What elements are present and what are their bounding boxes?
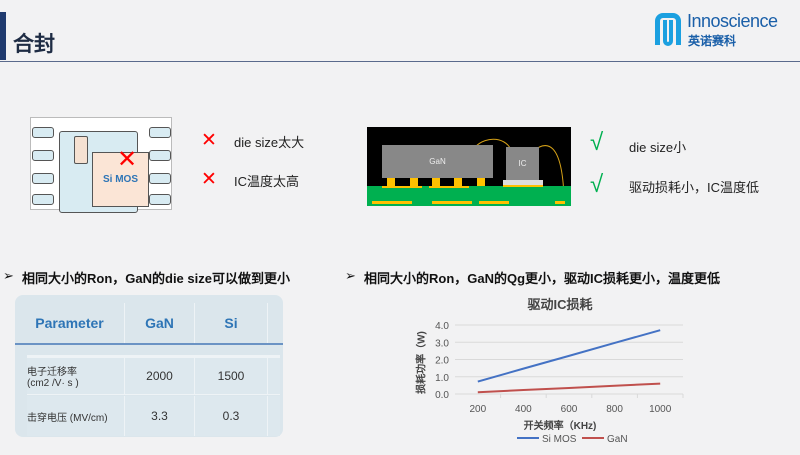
x-tick-label: 400	[515, 404, 532, 415]
pcb	[367, 186, 571, 206]
bump	[477, 178, 485, 186]
x-tick-label: 200	[469, 404, 486, 415]
y-tick-label: 3.0	[435, 338, 449, 349]
header-cell: GaN	[125, 303, 195, 343]
y-tick-label: 4.0	[435, 321, 449, 332]
pin	[149, 150, 171, 161]
check-icon: √	[590, 171, 604, 198]
table-header-row: Parameter GaN Si	[15, 303, 283, 345]
cross-icon: ✕	[201, 169, 217, 190]
x-tick-label: 1000	[649, 404, 672, 415]
bump	[387, 178, 395, 186]
param-text: 电子迁移率	[27, 367, 77, 378]
logo-text: Innoscience	[687, 11, 778, 31]
si-mos-package-diagram: Si MOS ✕	[30, 117, 172, 213]
table-row: 电子迁移率 (cm2 /V· s ) 2000 1500	[27, 355, 280, 395]
bullet-arrow-icon: ➢	[3, 268, 14, 283]
series-line-gan	[477, 382, 661, 394]
trace	[479, 201, 509, 204]
line-chart: 0.0 1.0 2.0 3.0 4.0 200 400 600 800 1000 Si MOS GaN	[435, 321, 684, 445]
cross-icon: ✕	[201, 130, 217, 151]
header-cell: Parameter	[15, 303, 125, 343]
check-icon: √	[590, 129, 604, 156]
bump	[410, 178, 418, 186]
pin	[32, 127, 54, 138]
gan-value: 2000	[125, 358, 195, 394]
si-mos-die: Si MOS	[92, 152, 149, 207]
header-cell: Si	[195, 303, 268, 343]
comparison-table: Parameter GaN Si 电子迁移率 (cm2 /V· s ) 2000…	[15, 295, 283, 437]
trace	[503, 185, 543, 187]
point-text: die size小	[629, 140, 687, 155]
title-accent	[0, 12, 6, 60]
pin	[32, 173, 54, 184]
bump	[432, 178, 440, 186]
ic-substrate	[503, 180, 543, 185]
y-tick-label: 0.0	[435, 390, 449, 401]
bullet-right: 相同大小的Ron，GaN的Qg更小，驱动IC损耗更小，温度更低	[364, 271, 721, 286]
legend-label: GaN	[607, 434, 628, 445]
param-cell: 电子迁移率 (cm2 /V· s )	[27, 358, 125, 394]
gan-die: GaN	[382, 145, 493, 178]
bump	[454, 178, 462, 186]
trace	[555, 201, 565, 204]
chart-xlabel: 开关频率（KHz)	[523, 421, 597, 432]
chart-title: 驱动IC损耗	[527, 297, 593, 312]
table-row: 击穿电压 (MV/cm) 3.3 0.3	[27, 396, 280, 436]
page-title: 合封	[13, 33, 55, 56]
pin	[149, 127, 171, 138]
series-line-si-mos	[477, 329, 661, 383]
ic-die: IC	[506, 147, 539, 180]
trace	[429, 186, 469, 188]
pin	[149, 194, 171, 205]
trace	[432, 201, 472, 204]
si-value: 0.3	[195, 396, 268, 436]
param-cell: 击穿电压 (MV/cm)	[27, 396, 125, 436]
pin	[32, 194, 54, 205]
x-tick-label: 600	[561, 404, 578, 415]
logo-mark-inner-icon	[663, 20, 673, 46]
y-tick-label: 1.0	[435, 373, 449, 384]
cross-icon: ✕	[117, 146, 138, 173]
title-bar: 合封 Innoscience 英诺赛科	[0, 0, 800, 62]
point-text: 驱动损耗小，IC温度低	[629, 180, 760, 195]
ic-die	[74, 136, 88, 164]
point-text: die size太大	[234, 135, 305, 150]
pin	[149, 173, 171, 184]
bullet-left: 相同大小的Ron，GaN的die size可以做到更小	[22, 271, 290, 286]
point-text: IC温度太高	[234, 174, 300, 189]
x-tick-label: 800	[606, 404, 623, 415]
bullet-arrow-icon: ➢	[345, 268, 356, 283]
y-tick-label: 2.0	[435, 356, 449, 367]
legend-label: Si MOS	[542, 434, 577, 445]
gan-value: 3.3	[125, 396, 195, 436]
param-unit: (cm2 /V· s )	[27, 378, 79, 389]
trace	[382, 186, 422, 188]
trace	[372, 201, 412, 204]
logo-text-cn: 英诺赛科	[688, 34, 737, 48]
si-value: 1500	[195, 358, 268, 394]
innoscience-logo: Innoscience 英诺赛科	[655, 10, 795, 48]
pin	[32, 150, 54, 161]
gan-copackage-cross-section: GaN IC	[367, 127, 571, 206]
logo-mark-icon	[655, 13, 681, 45]
